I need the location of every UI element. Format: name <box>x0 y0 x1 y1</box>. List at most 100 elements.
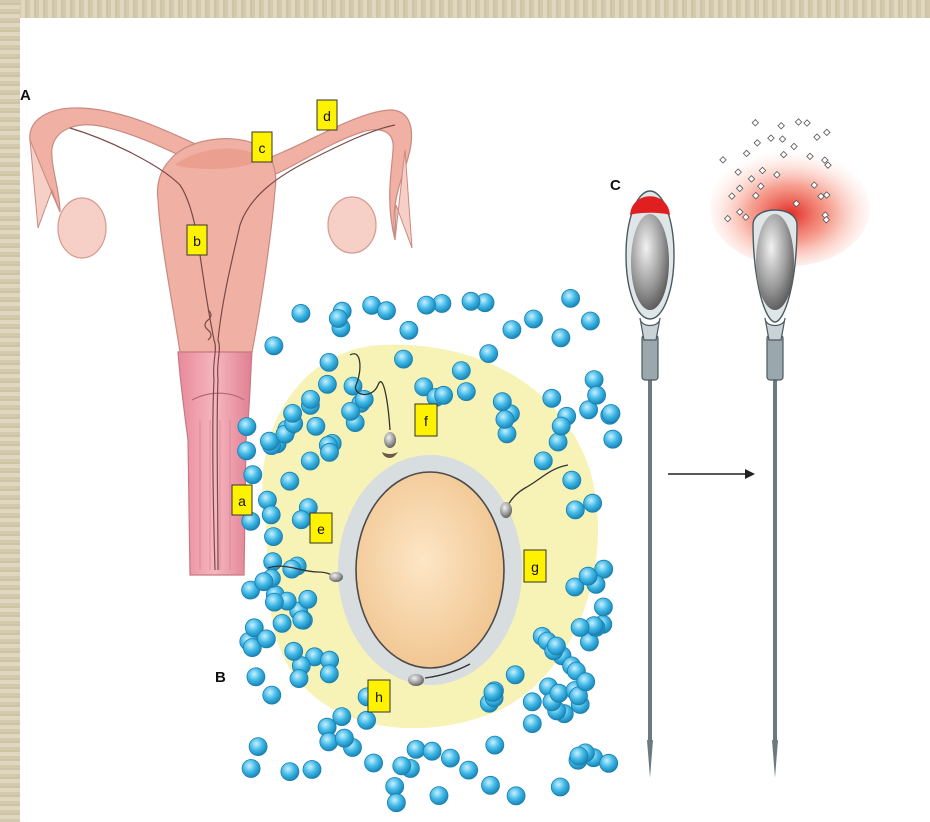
cumulus-cell <box>281 472 299 490</box>
cumulus-cell <box>238 442 256 460</box>
cumulus-cell <box>543 389 561 407</box>
cumulus-cell <box>320 665 338 683</box>
enzyme-particle <box>768 135 774 141</box>
cumulus-cell <box>594 598 612 616</box>
label-box-d: d <box>317 100 337 130</box>
cumulus-cell <box>262 506 280 524</box>
cumulus-cell <box>552 329 570 347</box>
cumulus-cell <box>552 417 570 435</box>
cumulus-cell <box>263 686 281 704</box>
cumulus-cell <box>523 715 541 733</box>
cumulus-cell <box>585 371 603 389</box>
cumulus-cell <box>238 418 256 436</box>
cumulus-cell <box>333 708 351 726</box>
label-b: b <box>193 233 201 249</box>
cumulus-cell <box>452 362 470 380</box>
cumulus-cell <box>547 637 565 655</box>
cumulus-cell <box>293 611 311 629</box>
cumulus-cell <box>480 345 498 363</box>
cumulus-cell <box>265 528 283 546</box>
label-box-f: f <box>415 404 437 436</box>
cumulus-cell <box>430 787 448 805</box>
cumulus-cell <box>301 452 319 470</box>
cumulus-cell <box>507 787 525 805</box>
cumulus-cell <box>604 430 622 448</box>
cumulus-cell <box>496 410 514 428</box>
cumulus-cell <box>365 754 383 772</box>
cumulus-cell <box>577 673 595 691</box>
cumulus-cell <box>400 321 418 339</box>
cumulus-cell <box>523 693 541 711</box>
cumulus-cell <box>292 304 310 322</box>
cumulus-cell <box>566 501 584 519</box>
cumulus-cell <box>329 310 347 328</box>
cumulus-cell <box>441 749 459 767</box>
cumulus-cell <box>571 619 589 637</box>
cumulus-cell <box>285 642 303 660</box>
label-e: e <box>317 521 325 537</box>
panel-b-egg-diagram <box>238 289 622 811</box>
cumulus-cell <box>579 567 597 585</box>
vagina <box>178 352 252 575</box>
cumulus-cell <box>265 337 283 355</box>
label-c: c <box>259 140 266 156</box>
cumulus-cell <box>484 683 502 701</box>
cumulus-cell <box>320 353 338 371</box>
cumulus-cell <box>570 747 588 765</box>
acrosome <box>630 196 670 215</box>
cumulus-cell <box>378 302 396 320</box>
cumulus-cell <box>265 593 283 611</box>
cumulus-cell <box>264 553 282 571</box>
cumulus-cell <box>321 443 339 461</box>
left-ovary <box>58 198 106 258</box>
sperm-after-reaction <box>753 210 797 778</box>
enzyme-particle <box>804 120 810 126</box>
enzyme-particle <box>752 120 758 126</box>
enzyme-particle <box>743 150 749 156</box>
cumulus-cell <box>493 393 511 411</box>
cumulus-cell <box>358 711 376 729</box>
label-box-g: g <box>524 550 546 582</box>
enzyme-particle <box>791 143 797 149</box>
cumulus-cell <box>292 511 310 529</box>
label-box-b: b <box>187 225 207 255</box>
enzyme-particle <box>778 123 784 129</box>
label-d: d <box>323 108 331 124</box>
enzyme-particle <box>824 129 830 135</box>
cumulus-cell <box>320 733 338 751</box>
cumulus-cell <box>395 350 413 368</box>
cumulus-cell <box>550 684 568 702</box>
cumulus-cell <box>602 405 620 423</box>
cumulus-cell <box>418 296 436 314</box>
cumulus-cell <box>460 761 478 779</box>
cumulus-cell <box>562 289 580 307</box>
cumulus-cell <box>247 668 265 686</box>
cumulus-cell <box>257 630 275 648</box>
panel-label-b: B <box>215 669 226 686</box>
label-box-h: h <box>368 680 390 712</box>
cumulus-cell <box>284 404 302 422</box>
cumulus-cell <box>600 754 618 772</box>
cumulus-cell <box>242 760 260 778</box>
cumulus-cell <box>563 471 581 489</box>
cumulus-cell <box>249 738 267 756</box>
cumulus-cell <box>549 433 567 451</box>
cumulus-cell <box>386 778 404 796</box>
cumulus-cell <box>273 614 291 632</box>
panel-label-c: C <box>610 177 621 194</box>
cumulus-cell <box>290 670 308 688</box>
label-a: a <box>238 493 246 509</box>
panel-c-acrosome-reaction <box>626 119 870 778</box>
label-h: h <box>375 689 383 705</box>
egg-cell <box>356 472 504 668</box>
enzyme-particle <box>754 140 760 146</box>
label-g: g <box>531 559 539 575</box>
cumulus-cell <box>506 666 524 684</box>
label-f: f <box>424 413 428 429</box>
cumulus-cell <box>457 383 475 401</box>
label-box-e: e <box>310 513 332 543</box>
cumulus-cell <box>525 310 543 328</box>
cumulus-cell <box>462 292 480 310</box>
